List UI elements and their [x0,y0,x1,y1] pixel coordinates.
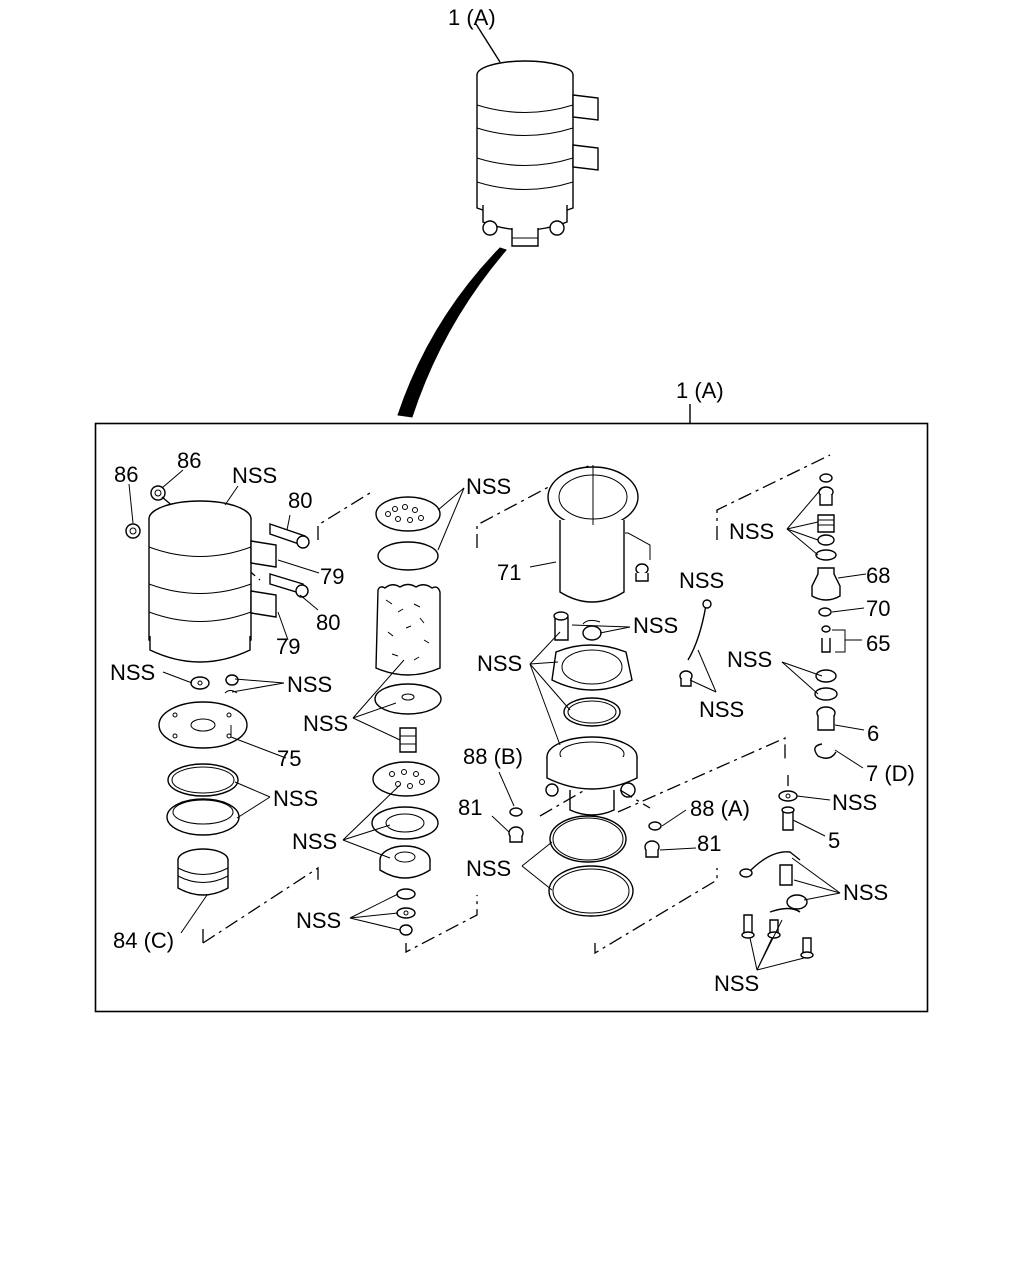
callout-71: 71 [497,560,521,585]
exploded-view-frame [94,422,929,1013]
callout-80-b: 80 [316,610,340,635]
callout-79-b: 79 [276,634,300,659]
callout-84-c: 84 (C) [113,928,174,953]
left-column-parts [125,469,371,944]
frame-label: 1 (A) [676,378,724,403]
callout-70: 70 [866,596,890,621]
callout-nss-mid-a: NSS [303,711,348,736]
callout-nss-head: NSS [477,651,522,676]
complete-filter-assembly [397,23,599,418]
callout-nss-left-b: NSS [287,672,332,697]
callout-80-a: 80 [288,488,312,513]
callout-nss-cover: NSS [232,463,277,488]
callout-nss-bowl: NSS [679,568,724,593]
callout-7-d: 7 (D) [866,761,915,786]
callout-nss-bolt: NSS [633,613,678,638]
callout-nss-gaskets: NSS [466,856,511,881]
callout-nss-mid-b: NSS [292,829,337,854]
callout-88-b: 88 (B) [463,744,523,769]
callout-nss-valve-top: NSS [729,519,774,544]
callout-nss-left-a: NSS [110,660,155,685]
callout-nss-mid-c: NSS [296,908,341,933]
callout-79-a: 79 [320,564,344,589]
callout-86-a: 86 [114,462,138,487]
callout-6: 6 [867,721,879,746]
callout-nss-sensor: NSS [843,880,888,905]
callout-86-b: 86 [177,448,201,473]
bowl-and-head-parts [491,454,831,955]
top-assembly-label: 1 (A) [448,5,496,30]
callout-75: 75 [277,746,301,771]
callout-81-a: 81 [458,795,482,820]
filter-stack-parts [342,464,591,954]
callout-5: 5 [828,828,840,853]
callout-88-a: 88 (A) [690,796,750,821]
callout-81-b: 81 [697,831,721,856]
callout-65: 65 [866,631,890,656]
valve-and-sensor-parts [739,473,867,971]
callout-nss-rings: NSS [273,786,318,811]
callout-nss-pipe: NSS [699,697,744,722]
callout-nss-valve-mid: NSS [727,647,772,672]
callout-nss-top-mid: NSS [466,474,511,499]
callout-68: 68 [866,563,890,588]
callout-nss-washer: NSS [832,790,877,815]
callout-nss-screws: NSS [714,971,759,996]
